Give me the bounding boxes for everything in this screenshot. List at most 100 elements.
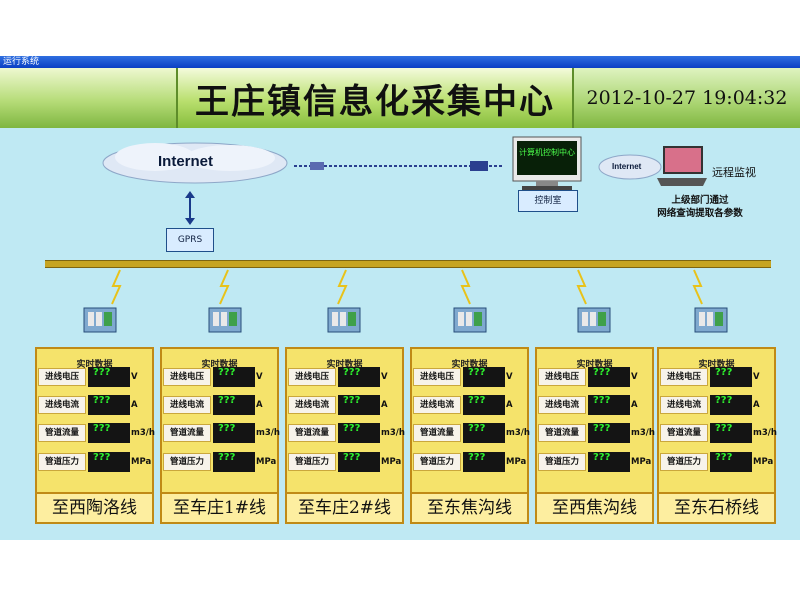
reading-value: ??? xyxy=(338,452,380,472)
reading-row: 进线电流???A xyxy=(38,395,151,417)
page-title: 王庄镇信息化采集中心 xyxy=(195,81,555,122)
reading-unit: A xyxy=(506,400,513,410)
reading-row: 进线电流???A xyxy=(288,395,401,417)
clock-panel: 2012-10-27 19:04:32 xyxy=(574,68,800,128)
reading-row: 进线电压???V xyxy=(413,367,526,389)
reading-value: ??? xyxy=(463,423,505,443)
reading-label: 进线电压 xyxy=(288,368,336,386)
gprs-box[interactable]: GPRS xyxy=(166,228,214,252)
reading-unit: m3/h xyxy=(753,428,777,438)
reading-value: ??? xyxy=(463,452,505,472)
reading-label: 管道流量 xyxy=(413,424,461,442)
line-name-button[interactable]: 至车庄1#线 xyxy=(162,492,277,522)
reading-value: ??? xyxy=(710,367,752,387)
reading-row: 管道压力???MPa xyxy=(38,452,151,474)
internet-label: Internet xyxy=(158,153,214,170)
reading-value: ??? xyxy=(463,395,505,415)
reading-label: 进线电流 xyxy=(163,396,211,414)
reading-unit: V xyxy=(131,372,138,382)
reading-unit: MPa xyxy=(753,457,774,467)
reading-row: 进线电流???A xyxy=(163,395,276,417)
reading-unit: MPa xyxy=(506,457,527,467)
line-name-button[interactable]: 至东焦沟线 xyxy=(412,492,527,522)
reading-row: 进线电压???V xyxy=(38,367,151,389)
window-titlebar[interactable]: 运行系统 xyxy=(0,56,800,68)
reading-unit: m3/h xyxy=(381,428,405,438)
reading-row: 管道压力???MPa xyxy=(660,452,773,474)
reading-row: 管道流量???m3/h xyxy=(163,423,280,445)
remote-internet-label: Internet xyxy=(612,162,642,171)
reading-row: 进线电流???A xyxy=(538,395,651,417)
reading-label: 管道压力 xyxy=(288,453,336,471)
reading-value: ??? xyxy=(213,452,255,472)
line-name-button[interactable]: 至西焦沟线 xyxy=(537,492,652,522)
rtu-device-icon[interactable] xyxy=(452,306,488,334)
reading-label: 进线电压 xyxy=(163,368,211,386)
rtu-device-icon[interactable] xyxy=(207,306,243,334)
reading-value: ??? xyxy=(710,423,752,443)
datetime-display: 2012-10-27 19:04:32 xyxy=(586,87,788,109)
reading-unit: V xyxy=(631,372,638,382)
rtu-device-icon[interactable] xyxy=(82,306,118,334)
reading-label: 进线电压 xyxy=(538,368,586,386)
reading-value: ??? xyxy=(88,395,130,415)
reading-unit: A xyxy=(753,400,760,410)
reading-value: ??? xyxy=(213,367,255,387)
line-name-button[interactable]: 至东石桥线 xyxy=(659,492,774,522)
reading-unit: V xyxy=(753,372,760,382)
reading-label: 管道流量 xyxy=(660,424,708,442)
reading-row: 进线电流???A xyxy=(660,395,773,417)
reading-label: 进线电压 xyxy=(413,368,461,386)
panel-header: 实时数据 xyxy=(326,360,363,370)
reading-unit: MPa xyxy=(256,457,277,467)
reading-value: ??? xyxy=(213,395,255,415)
reading-unit: m3/h xyxy=(631,428,655,438)
control-room-label: 控制室 xyxy=(534,196,562,206)
reading-unit: V xyxy=(506,372,513,382)
laptop-icon[interactable] xyxy=(655,144,709,188)
line-name-button[interactable]: 至西陶洛线 xyxy=(37,492,152,522)
reading-row: 管道流量???m3/h xyxy=(413,423,530,445)
line-name-button[interactable]: 至车庄2#线 xyxy=(287,492,402,522)
reading-unit: V xyxy=(256,372,263,382)
internet-cloud-icon xyxy=(102,142,288,184)
reading-unit: A xyxy=(256,400,263,410)
communication-bus xyxy=(45,260,771,268)
panel-header: 实时数据 xyxy=(576,360,613,370)
reading-row: 管道压力???MPa xyxy=(163,452,276,474)
panel-header: 实时数据 xyxy=(698,360,735,370)
reading-row: 进线电压???V xyxy=(288,367,401,389)
reading-row: 管道流量???m3/h xyxy=(288,423,405,445)
rtu-device-icon[interactable] xyxy=(576,306,612,334)
reading-label: 进线电压 xyxy=(38,368,86,386)
reading-row: 管道压力???MPa xyxy=(288,452,401,474)
panel-header: 实时数据 xyxy=(201,360,238,370)
monitor-icon[interactable] xyxy=(512,136,582,192)
reading-unit: A xyxy=(131,400,138,410)
reading-value: ??? xyxy=(88,452,130,472)
reading-value: ??? xyxy=(710,395,752,415)
control-room-box[interactable]: 控制室 xyxy=(518,190,578,212)
remote-note-line: 上级部门通过 xyxy=(671,195,729,206)
rtu-device-icon[interactable] xyxy=(326,306,362,334)
rtu-device-icon[interactable] xyxy=(693,306,729,334)
reading-row: 管道流量???m3/h xyxy=(38,423,155,445)
remote-note-line: 网络查询提取各参数 xyxy=(657,208,743,219)
gprs-label: GPRS xyxy=(177,235,203,245)
network-cable-icon xyxy=(294,161,502,171)
reading-label: 进线电流 xyxy=(538,396,586,414)
reading-label: 管道流量 xyxy=(38,424,86,442)
reading-unit: m3/h xyxy=(256,428,280,438)
reading-label: 进线电流 xyxy=(288,396,336,414)
reading-label: 管道流量 xyxy=(538,424,586,442)
reading-row: 进线电压???V xyxy=(538,367,651,389)
reading-value: ??? xyxy=(338,423,380,443)
reading-label: 管道流量 xyxy=(288,424,336,442)
reading-unit: m3/h xyxy=(506,428,530,438)
